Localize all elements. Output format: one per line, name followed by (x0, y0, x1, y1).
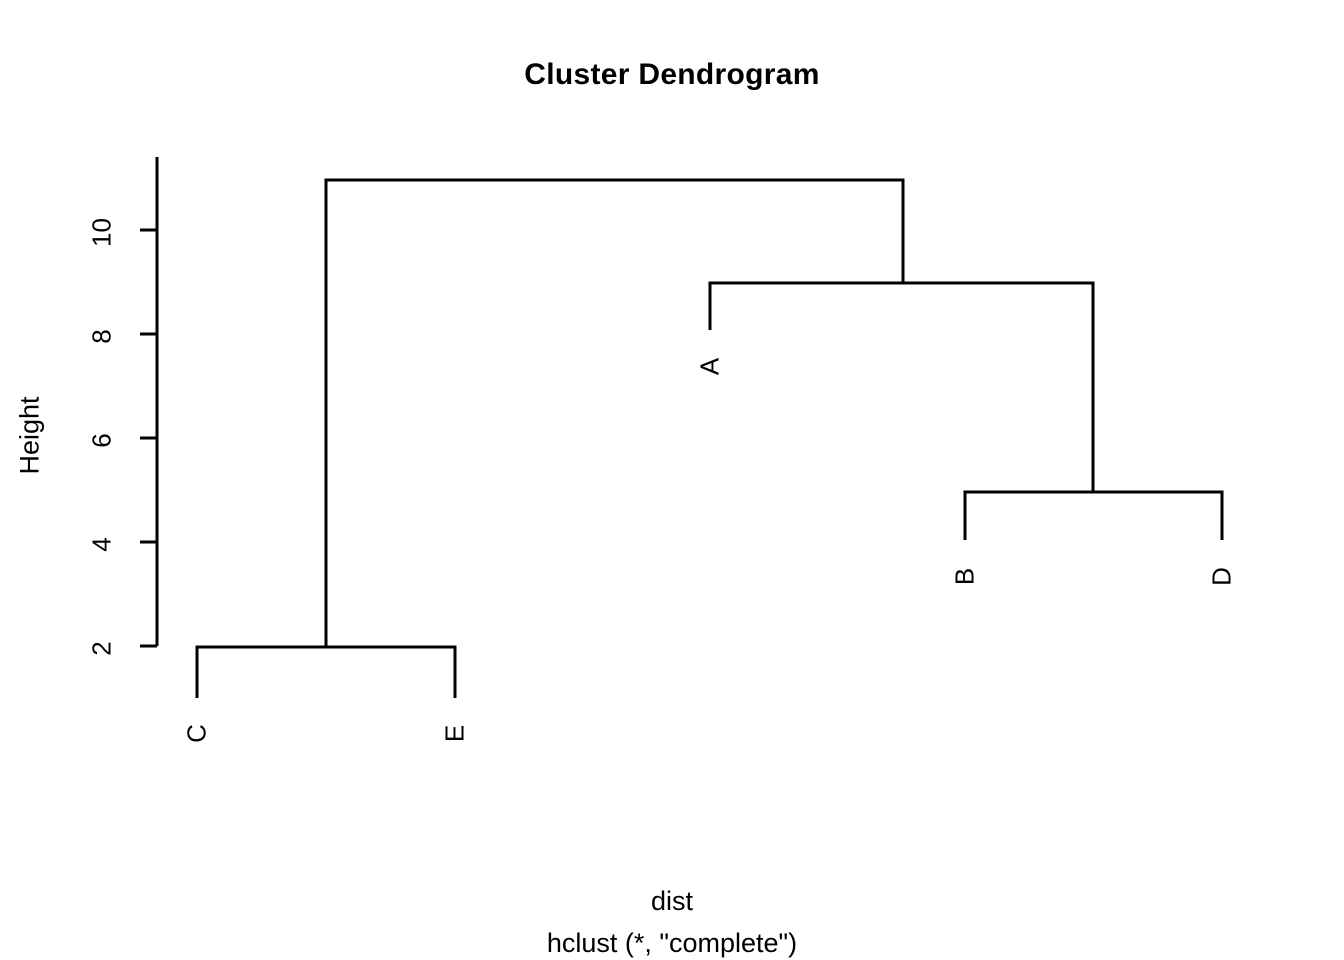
page-title: Cluster Dendrogram (524, 58, 820, 91)
leaf-label-B: B (949, 567, 980, 586)
y-tick-label-4: 4 (86, 537, 117, 552)
leaf-label-A: A (694, 357, 725, 376)
y-tick-label-10: 10 (86, 218, 117, 247)
caption-line-dist: dist (650, 886, 694, 916)
plot-caption: dist hclust (*, "complete") (0, 880, 1344, 960)
dendrogram-link-A-BD (708, 281, 1095, 492)
dendrogram-link-C-E (195, 645, 457, 698)
leaf-label-D: D (1206, 567, 1237, 586)
caption-line-hclust: hclust (*, "complete") (546, 928, 798, 958)
y-tick-label-8: 8 (86, 329, 117, 344)
dendrogram-link-root (324, 178, 905, 647)
leaf-label-C: C (181, 724, 212, 743)
y-tick-label-6: 6 (86, 433, 117, 448)
dendrogram-link-B-D (963, 490, 1224, 540)
y-tick-label-2: 2 (86, 641, 117, 656)
leaf-label-E: E (439, 724, 470, 743)
